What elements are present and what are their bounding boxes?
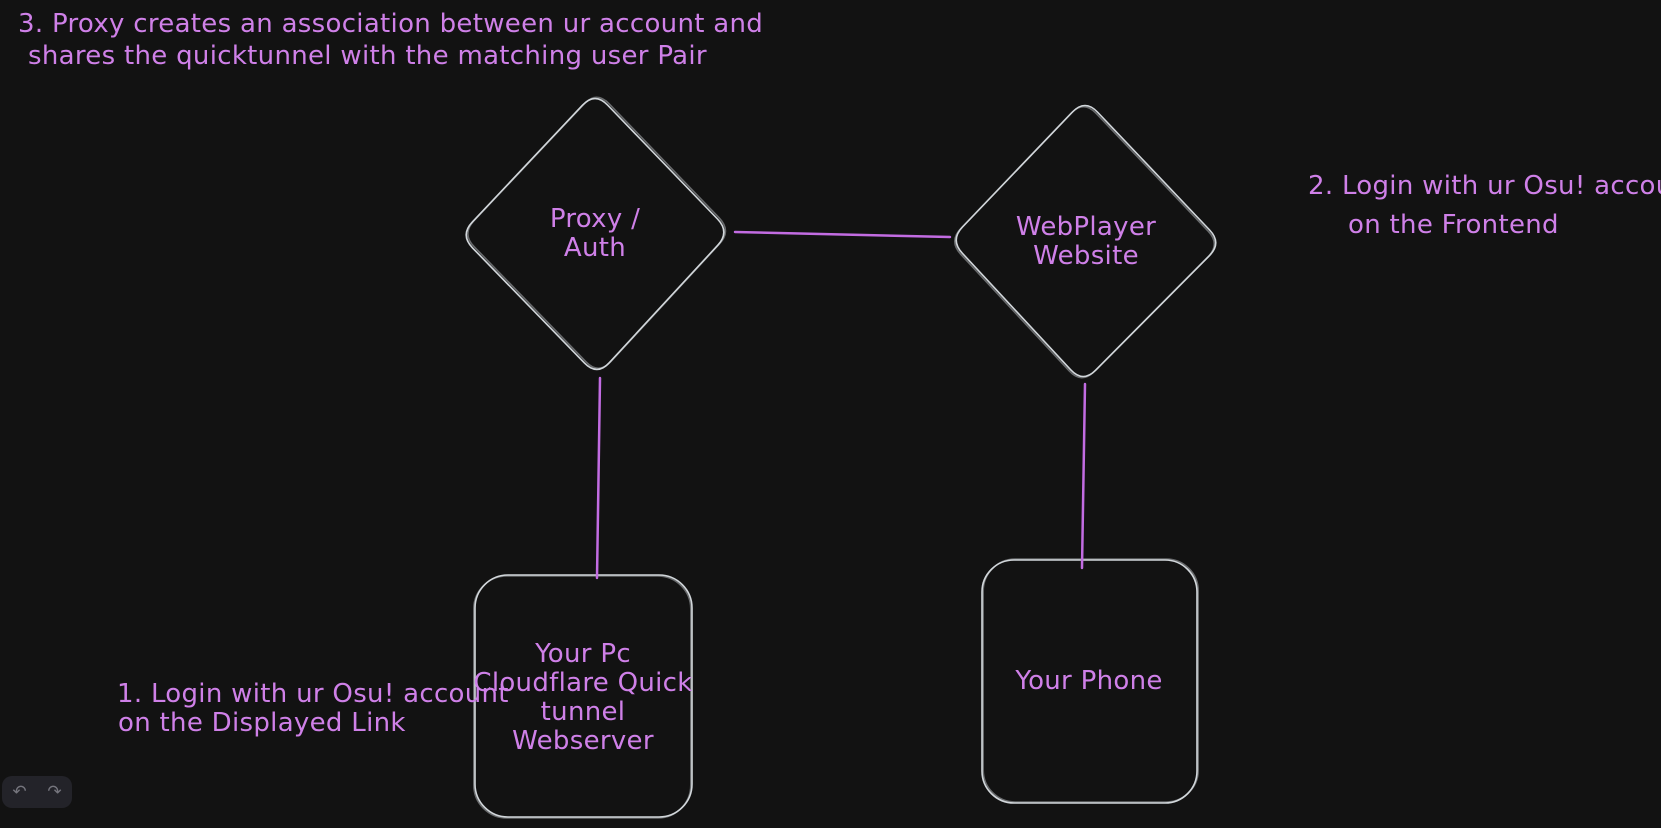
note3-line1[interactable]: 3. Proxy creates an association between … (18, 9, 764, 39)
note2-line1[interactable]: 2. Login with ur Osu! account (1308, 171, 1661, 201)
phone-rect-echo (982, 558, 1200, 803)
connector-proxy-pc[interactable] (595, 376, 602, 580)
connector-proxy-webplayer[interactable] (733, 230, 952, 239)
connector-webplayer-phone[interactable] (1080, 382, 1087, 570)
pc-webserver-rect-echo (472, 575, 692, 819)
pc-webserver-rect-shape[interactable] (474, 574, 693, 818)
proxy-auth-label[interactable]: Proxy / Auth (549, 204, 641, 263)
note1-line1[interactable]: 1. Login with ur Osu! account (117, 679, 509, 709)
redo-button[interactable]: ↷ (42, 779, 68, 805)
undo-button[interactable]: ↶ (7, 779, 33, 805)
phone-rect-shape[interactable] (981, 559, 1198, 804)
note3-line2[interactable]: shares the quicktunnel with the matching… (28, 41, 707, 71)
redo-arrow-icon: ↷ (47, 782, 62, 802)
pc-webserver-label[interactable]: Your Pc Cloudflare Quick tunnel Webserve… (473, 639, 693, 756)
note2-line2[interactable]: on the Frontend (1348, 210, 1559, 240)
note1-line2[interactable]: on the Displayed Link (118, 708, 406, 738)
webplayer-label[interactable]: WebPlayer Website (1015, 212, 1157, 271)
phone-label[interactable]: Your Phone (1015, 666, 1163, 696)
webplayer-diamond-shape[interactable] (955, 104, 1217, 378)
proxy-auth-diamond-shape[interactable] (465, 97, 725, 371)
undo-redo-toolbar: ↶ ↷ (2, 776, 72, 808)
undo-arrow-icon: ↶ (12, 782, 27, 802)
